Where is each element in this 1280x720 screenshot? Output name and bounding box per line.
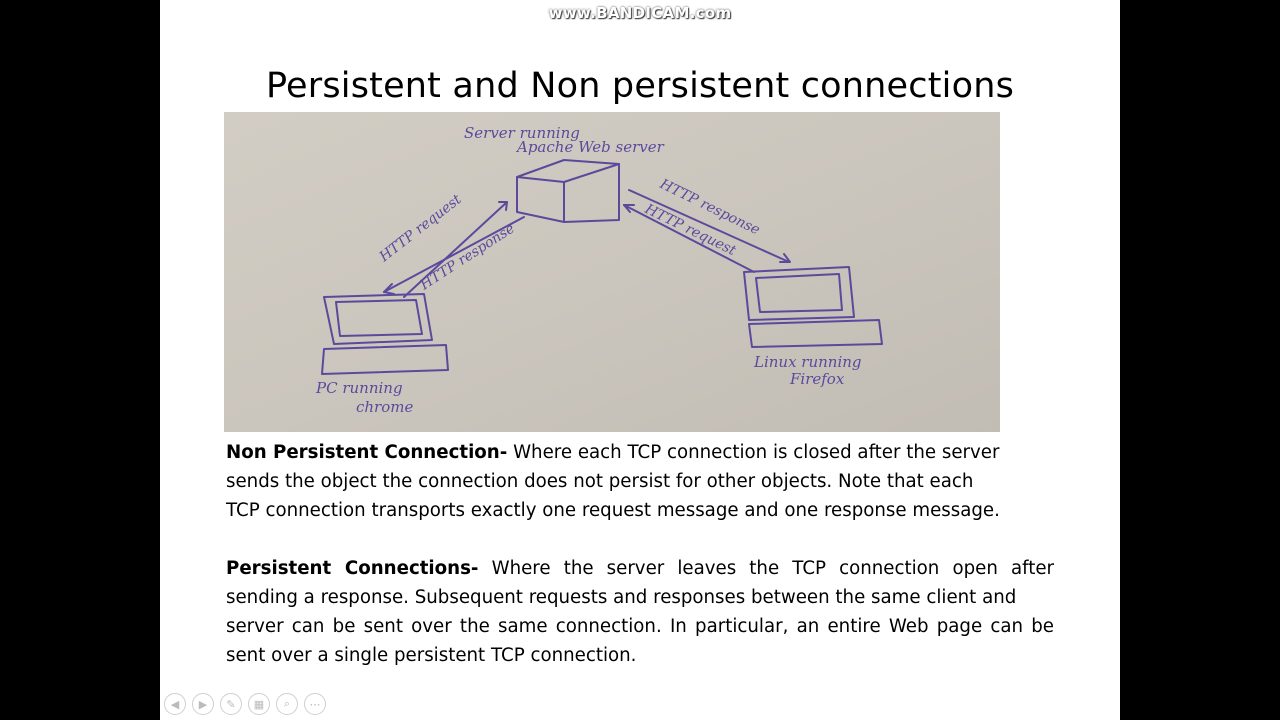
- persistent-paragraph: Persistent Connections- Where the server…: [226, 554, 1054, 612]
- linux-label-line2: Firefox: [789, 370, 845, 388]
- persistent-text-2: server can be sent over the same connect…: [226, 616, 1054, 666]
- linux-label-line1: Linux running: [753, 353, 862, 371]
- pen-icon[interactable]: ✎: [220, 693, 242, 715]
- previous-icon[interactable]: ◀: [164, 693, 186, 715]
- non-persistent-text-2: sends the object the connection does not…: [226, 471, 974, 492]
- persistent-heading: Persistent Connections-: [226, 558, 479, 579]
- more-icon[interactable]: ⋯: [304, 693, 326, 715]
- non-persistent-text-3: TCP connection transports exactly one re…: [226, 500, 1000, 521]
- next-icon[interactable]: ▶: [192, 693, 214, 715]
- slide-title: Persistent and Non persistent connection…: [265, 66, 1015, 106]
- slides-icon[interactable]: ▦: [248, 693, 270, 715]
- linux-pc-drawing: [743, 266, 883, 348]
- pc-drawing: [321, 293, 449, 375]
- hand-drawn-diagram: Server running Apache Web server HTTP re…: [224, 112, 1000, 432]
- pc-label-line2: chrome: [356, 398, 413, 416]
- non-persistent-heading: Non Persistent Connection-: [226, 442, 508, 463]
- right-arrows-drawing: [623, 189, 791, 273]
- recording-watermark: www.BANDICAM.com: [548, 4, 732, 22]
- persistent-text-1: Where the server leaves the TCP connecti…: [226, 558, 1054, 608]
- presentation-slide: Persistent and Non persistent connection…: [160, 0, 1120, 720]
- server-label-line2: Apache Web server: [515, 138, 665, 156]
- slide-body-text: Non Persistent Connection- Where each TC…: [226, 438, 1054, 670]
- zoom-icon[interactable]: ⌕: [276, 693, 298, 715]
- server-cube-drawing: [516, 159, 620, 223]
- left-arrows-drawing: [383, 201, 525, 298]
- pc-label-line1: PC running: [315, 379, 403, 397]
- slideshow-controls: ◀ ▶ ✎ ▦ ⌕ ⋯: [164, 693, 326, 715]
- diagram-photo: Server running Apache Web server HTTP re…: [224, 112, 1000, 432]
- server-label-line1: Server running: [464, 124, 580, 142]
- non-persistent-text-1: Where each TCP connection is closed afte…: [507, 442, 1000, 463]
- non-persistent-paragraph: Non Persistent Connection- Where each TC…: [226, 438, 1054, 467]
